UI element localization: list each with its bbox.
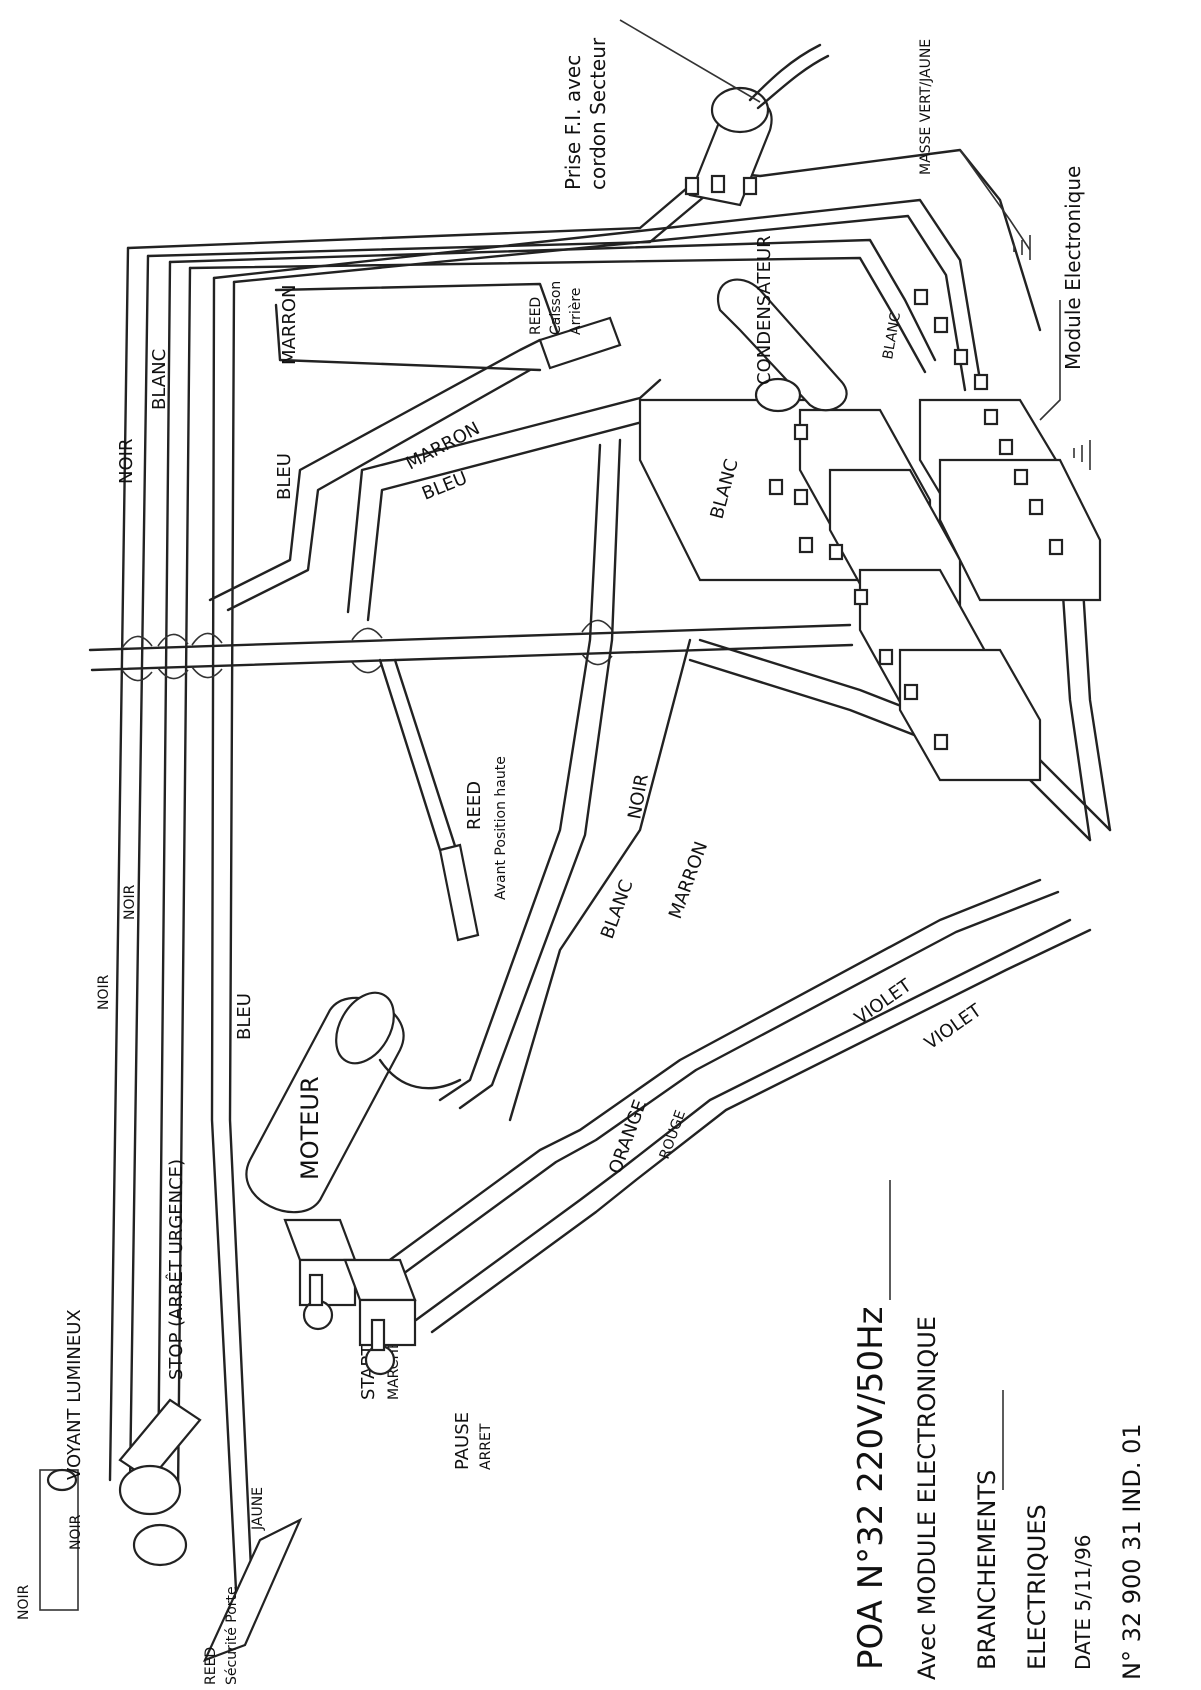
title-subtitle: Avec MODULE ELECTRONIQUE: [913, 1316, 941, 1680]
title-line4: ELECTRIQUES: [1023, 1504, 1051, 1670]
title-date: DATE 5/11/96: [1071, 1535, 1095, 1671]
jaune-label: JAUNE: [250, 1487, 266, 1531]
reed-caisson-desc1: Caisson: [548, 281, 564, 335]
reed-avant-title: REED: [464, 781, 485, 830]
condensateur-label: CONDENSATEUR: [754, 235, 775, 385]
harness-middle: [208, 282, 662, 622]
module-label-group: Module Electronique: [1039, 166, 1085, 421]
harness-top: [126, 158, 982, 392]
reed-avant-desc: Avant Position haute: [493, 756, 509, 900]
moteur: MOTEUR: [245, 991, 462, 1214]
wire-bleu-mid: BLEU: [274, 453, 295, 500]
harness-cross: [88, 619, 854, 682]
voyant-noir-1: NOIR: [16, 1584, 32, 1620]
reed-secu-desc: Sécurité Porte: [224, 1586, 240, 1685]
switch-pause: PAUSE ARRET: [343, 1258, 494, 1470]
wire-blanc-top: BLANC: [149, 349, 170, 410]
masse-label: MASSE VERT/JAUNE: [918, 39, 934, 175]
stop-button: STOP (ARRÊT URGENCE): [118, 1159, 202, 1567]
wire-rouge: ROUGE: [657, 1108, 689, 1161]
wire-blanc-module: BLANC: [880, 311, 904, 361]
switch-start: START MARCHE: [283, 1218, 402, 1400]
title-line3: BRANCHEMENTS: [973, 1470, 1001, 1670]
voyant-label: VOYANT LUMINEUX: [64, 1309, 85, 1480]
wire-noir-top: NOIR: [116, 439, 137, 484]
voyant-noir-2: NOIR: [68, 1514, 84, 1550]
reed-caisson-desc2: Arrière: [568, 288, 584, 335]
prise-secteur: Prise F.I. avec cordon Secteur: [561, 19, 830, 207]
wire-noir-strip2: NOIR: [122, 884, 138, 920]
reed-secu-title: REED: [203, 1647, 219, 1685]
harness-center: [438, 438, 692, 1122]
title-block: POA N°32 220V/50Hz Avec MODULE ELECTRONI…: [851, 1180, 1146, 1680]
moteur-label: MOTEUR: [296, 1076, 324, 1180]
masse-ground: MASSE VERT/JAUNE: [918, 39, 1091, 470]
wire-marron-top: MARRON: [279, 285, 300, 366]
title-main: POA N°32 220V/50Hz: [851, 1306, 891, 1670]
title-number: N° 32 900 31 IND. 01: [1118, 1423, 1146, 1680]
harness-bottom: [374, 878, 1092, 1334]
condensateur: CONDENSATEUR: [717, 235, 848, 413]
wire-marron-center: MARRON: [665, 839, 712, 922]
voyant: VOYANT LUMINEUX NOIR NOIR: [16, 1309, 85, 1620]
prise-label-2: cordon Secteur: [586, 37, 610, 190]
pause-label: PAUSE: [452, 1412, 473, 1470]
reed-avant: REED Avant Position haute: [378, 658, 509, 942]
module-label: Module Electronique: [1061, 166, 1085, 370]
reed-caisson-title: REED: [528, 297, 544, 335]
wire-bleu-left: BLEU: [234, 993, 255, 1040]
stop-label: STOP (ARRÊT URGENCE): [165, 1159, 187, 1380]
wire-noir-strip1: NOIR: [96, 974, 112, 1010]
reed-caisson: REED Caisson Arrière: [528, 281, 622, 370]
module-electronique: [638, 288, 1102, 782]
prise-label-1: Prise F.I. avec: [561, 55, 585, 190]
reed-secu: REED Sécurité Porte JAUNE: [202, 1487, 303, 1685]
wire-noir-center: NOIR: [624, 772, 653, 820]
harness-left-vertical: [108, 246, 254, 1592]
arret-label: ARRET: [478, 1423, 494, 1470]
